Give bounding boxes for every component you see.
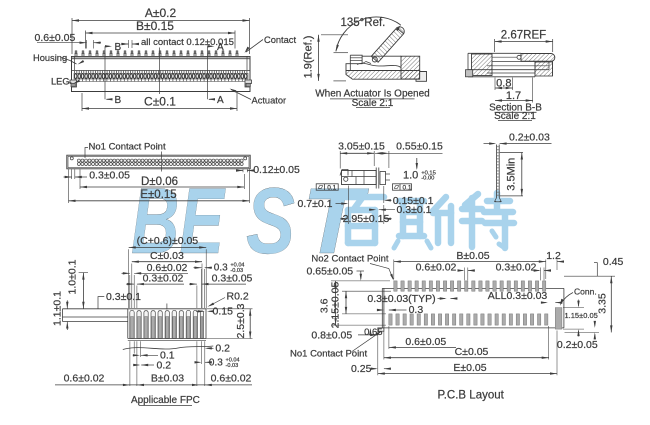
svg-text:+0.15: +0.15	[421, 170, 436, 176]
svg-text:Section B-B: Section B-B	[489, 103, 542, 114]
svg-text:2.15±0.05: 2.15±0.05	[330, 282, 342, 329]
svg-text:0.2±0.05: 0.2±0.05	[557, 339, 598, 351]
svg-text:B±0.05: B±0.05	[456, 250, 489, 262]
svg-text:0.8±0.05: 0.8±0.05	[311, 329, 352, 341]
svg-text:No1 Contact Point: No1 Contact Point	[290, 349, 367, 360]
svg-text:C±0.05: C±0.05	[455, 346, 489, 358]
svg-text:0.15: 0.15	[213, 306, 234, 318]
svg-text:P.C.B Layout: P.C.B Layout	[438, 390, 505, 402]
svg-text:0.3±0.03(TYP): 0.3±0.03(TYP)	[367, 293, 435, 305]
svg-text:0.25: 0.25	[351, 363, 372, 375]
svg-text:-0.03: -0.03	[230, 268, 243, 274]
svg-text:1.1±0.1: 1.1±0.1	[52, 291, 64, 326]
svg-text:0.6±0.02: 0.6±0.02	[416, 262, 457, 274]
svg-text:1.7: 1.7	[506, 90, 521, 102]
svg-text:1.0: 1.0	[403, 170, 418, 182]
svg-text:0.3: 0.3	[214, 263, 228, 274]
svg-text:A: A	[217, 95, 224, 106]
svg-text:No1 Contact Point: No1 Contact Point	[89, 142, 166, 153]
svg-text:+0.04: +0.04	[230, 263, 244, 269]
svg-text:0.65: 0.65	[364, 327, 383, 338]
svg-text:Housing: Housing	[33, 53, 67, 63]
svg-text:0.6±0.02: 0.6±0.02	[147, 262, 188, 274]
svg-text:0.65±0.05: 0.65±0.05	[307, 266, 354, 278]
svg-text:3.05±0.15: 3.05±0.15	[338, 141, 385, 153]
svg-text:0.2: 0.2	[215, 343, 230, 355]
svg-text:3.6: 3.6	[318, 298, 330, 313]
svg-text:0.3±0.05: 0.3±0.05	[212, 272, 253, 284]
svg-text:0.7±0.1: 0.7±0.1	[298, 198, 333, 210]
svg-text:1.2: 1.2	[546, 250, 561, 262]
svg-text:3.35: 3.35	[597, 293, 609, 314]
svg-text:C±0.1: C±0.1	[144, 95, 176, 109]
svg-text:Applicable FPC: Applicable FPC	[131, 395, 200, 406]
svg-text:BE: BE	[131, 168, 226, 273]
svg-text:B: B	[115, 42, 122, 53]
svg-text:2.5±0.3: 2.5±0.3	[235, 303, 247, 338]
svg-text:T: T	[302, 168, 370, 273]
svg-text:0.6±0.05: 0.6±0.05	[35, 32, 76, 44]
svg-text:2.95±0.15: 2.95±0.15	[343, 213, 390, 225]
svg-text:ALL0.3±0.03: ALL0.3±0.03	[488, 290, 548, 302]
svg-text:(C+0.6)±0.05: (C+0.6)±0.05	[137, 235, 199, 247]
svg-text:0.12±0.05: 0.12±0.05	[253, 164, 300, 176]
svg-text:Contact: Contact	[264, 35, 296, 45]
svg-text:0.6±0.02: 0.6±0.02	[211, 373, 252, 385]
svg-text:0.45: 0.45	[603, 256, 624, 268]
svg-text:E±0.15: E±0.15	[140, 189, 176, 201]
svg-text:0.8: 0.8	[496, 78, 511, 90]
svg-text:+0.04: +0.04	[226, 357, 240, 363]
svg-text:B: B	[115, 95, 122, 106]
svg-text:0.1: 0.1	[327, 184, 336, 191]
svg-text:0.3: 0.3	[409, 304, 424, 316]
svg-text:0.3±0.02: 0.3±0.02	[143, 272, 184, 284]
svg-text:C±0.03: C±0.03	[150, 250, 184, 262]
svg-text:0.55±0.15: 0.55±0.15	[396, 141, 443, 153]
svg-text:LEG: LEG	[51, 76, 70, 86]
svg-text:0.3±0.02: 0.3±0.02	[496, 262, 537, 274]
svg-text:A: A	[217, 42, 224, 53]
svg-text:135°Ref.: 135°Ref.	[341, 17, 386, 29]
svg-text:Conn.: Conn.	[574, 287, 597, 297]
svg-text:0.6±0.02: 0.6±0.02	[64, 373, 105, 385]
svg-text:0.1: 0.1	[160, 349, 175, 361]
svg-text:E±0.05: E±0.05	[453, 362, 486, 374]
svg-text:D±0.06: D±0.06	[141, 176, 178, 188]
svg-text:0.2±0.03: 0.2±0.03	[509, 131, 550, 143]
svg-text:0.3±0.1: 0.3±0.1	[106, 291, 141, 303]
svg-text:0.2: 0.2	[157, 360, 172, 372]
svg-text:Actuator: Actuator	[252, 95, 287, 105]
svg-text:0.3: 0.3	[209, 358, 223, 369]
svg-text:When Actuator Is Opened: When Actuator Is Opened	[315, 89, 430, 100]
svg-text:A±0.2: A±0.2	[145, 6, 177, 20]
svg-text:0.15±0.1: 0.15±0.1	[393, 195, 434, 207]
svg-text:3.5Min: 3.5Min	[506, 158, 518, 191]
svg-text:0.6±0.05: 0.6±0.05	[405, 336, 446, 348]
svg-text:-0.03: -0.03	[226, 363, 239, 369]
svg-text:0.3±0.05: 0.3±0.05	[89, 169, 130, 181]
svg-text:1.15±0.05: 1.15±0.05	[565, 311, 598, 320]
svg-text:0.3±0.1: 0.3±0.1	[397, 204, 432, 216]
svg-text:2.67REF: 2.67REF	[501, 30, 546, 42]
svg-text:1.0±0.1: 1.0±0.1	[66, 259, 78, 294]
svg-text:B±0.15: B±0.15	[136, 19, 174, 33]
svg-text:1.9(Ref.): 1.9(Ref.)	[303, 36, 315, 79]
svg-text:No2 Contact Point: No2 Contact Point	[311, 253, 388, 264]
svg-text:R0.2: R0.2	[227, 291, 249, 303]
svg-text:-0.00: -0.00	[421, 176, 434, 182]
svg-text:B±0.03: B±0.03	[151, 373, 184, 385]
svg-text:Scale 2:1: Scale 2:1	[352, 98, 394, 109]
svg-text:Scale 2:1: Scale 2:1	[494, 111, 536, 122]
svg-text:S: S	[246, 168, 295, 273]
svg-text:all contact 0.12±0.015: all contact 0.12±0.015	[141, 37, 234, 48]
svg-text:0.1: 0.1	[403, 184, 412, 191]
